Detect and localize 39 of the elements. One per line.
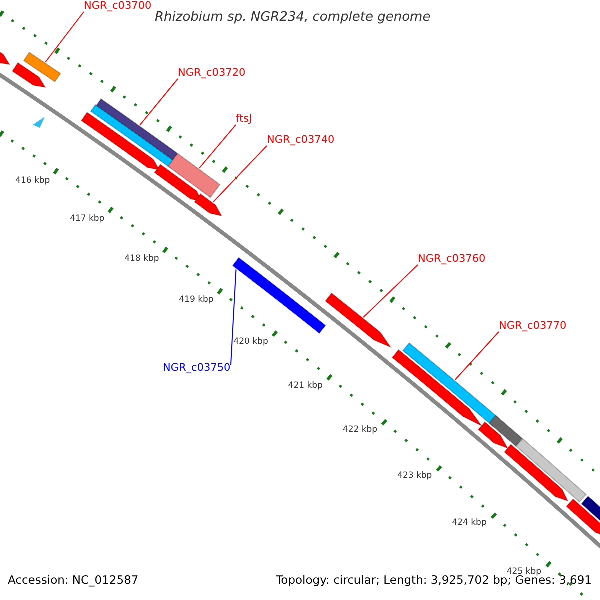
scale-label: 423 kbp — [398, 472, 432, 481]
gene-feature — [504, 444, 569, 502]
leader-line — [199, 124, 236, 169]
gene-label: NGR_c03700 — [84, 1, 152, 12]
gene-feature — [80, 112, 161, 171]
gene-bar — [96, 98, 178, 161]
scale-label: 424 kbp — [452, 519, 487, 528]
scale-label: 419 kbp — [179, 296, 214, 305]
leader-line — [363, 264, 418, 318]
genome-stats-text: Topology: circular; Length: 3,925,702 bp; Genes: 3,691 — [276, 575, 592, 586]
gene-label: NGR_c03770 — [499, 321, 567, 332]
scale-label: 416 kbp — [16, 176, 50, 186]
scale-label: 425 kbp — [506, 568, 542, 576]
gene-bar — [23, 52, 62, 83]
leader-line — [212, 146, 268, 203]
scale-label: 420 kbp — [234, 338, 268, 347]
gene-bar — [168, 152, 221, 198]
leader-line — [45, 12, 84, 63]
gene-feature — [12, 62, 46, 88]
gene-bar — [488, 414, 524, 447]
scale-label: 422 kbp — [342, 426, 378, 435]
scale-label: 421 kbp — [288, 382, 323, 390]
leader-line — [454, 332, 500, 380]
gene-bar — [232, 257, 326, 334]
gene-label: NGR_c03740 — [267, 135, 335, 146]
scale-label: 418 kbp — [124, 255, 160, 264]
gene-label: NGR_c03760 — [418, 254, 486, 264]
gene-bar — [516, 438, 587, 503]
accession-text: Accession: NC_012587 — [8, 575, 139, 586]
gene-feature — [392, 349, 482, 427]
gene-feature — [324, 292, 392, 349]
gene-feature — [478, 422, 509, 450]
diagram-title: Rhizobium sp. NGR234, complete genome — [155, 11, 431, 24]
gene-feature — [194, 193, 223, 217]
gene-label: NGR_c03750 — [163, 363, 231, 374]
leader-line — [230, 269, 237, 366]
gene-label: ftsJ — [236, 114, 252, 124]
scale-label: 417 kbp — [70, 215, 105, 224]
gene-label: NGR_c03720 — [178, 68, 246, 78]
